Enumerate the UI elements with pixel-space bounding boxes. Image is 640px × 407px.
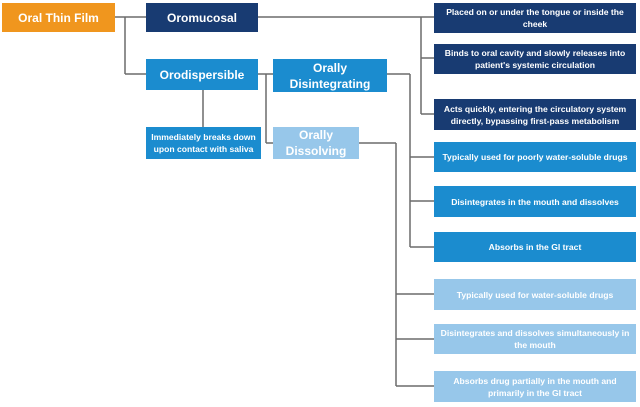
oromucosal-detail-box: Placed on or under the tongue or inside … <box>434 3 636 33</box>
disintegrating-detail-text: Disintegrates in the mouth and dissolves <box>451 196 619 207</box>
orodispersible-box: Orodispersible <box>146 59 258 90</box>
disintegrating-detail-box: Disintegrates in the mouth and dissolves <box>434 186 636 217</box>
dissolving-detail-box: Disintegrates and dissolves simultaneous… <box>434 324 636 354</box>
dissolving-detail-box: Typically used for water-soluble drugs <box>434 279 636 310</box>
disintegrating-detail-text: Absorbs in the GI tract <box>488 242 582 252</box>
orally-dissolving-label: Orally Dissolving <box>285 128 347 158</box>
dissolving-detail-box: Absorbs drug partially in the mouth and … <box>434 371 636 402</box>
oromucosal-detail-text: Acts quickly, entering the circulatory s… <box>443 103 627 126</box>
oromucosal-detail-box: Acts quickly, entering the circulatory s… <box>434 99 636 130</box>
oromucosal-label: Oromucosal <box>166 10 238 25</box>
orodispersible-detail-text: Immediately breaks down upon contact wit… <box>151 132 256 154</box>
oromucosal-detail-box: Binds to oral cavity and slowly releases… <box>434 44 636 74</box>
dissolving-detail-text: Disintegrates and dissolves simultaneous… <box>440 328 630 350</box>
oromucosal-detail-text: Placed on or under the tongue or inside … <box>446 7 624 29</box>
orally-disintegrating-label: Orally Disintegrating <box>289 60 371 91</box>
oral-thin-film-label: Oral Thin Film <box>18 10 99 25</box>
dissolving-detail-text: Absorbs drug partially in the mouth and … <box>453 375 617 398</box>
oral-thin-film-box: Oral Thin Film <box>2 3 115 32</box>
orodispersible-detail-box: Immediately breaks down upon contact wit… <box>146 127 261 159</box>
disintegrating-detail-text: Typically used for poorly water-soluble … <box>442 152 628 162</box>
disintegrating-detail-box: Absorbs in the GI tract <box>434 232 636 262</box>
oromucosal-detail-text: Binds to oral cavity and slowly releases… <box>444 48 626 70</box>
orodispersible-label: Orodispersible <box>159 67 245 82</box>
orally-disintegrating-box: Orally Disintegrating <box>273 59 387 92</box>
dissolving-detail-text: Typically used for water-soluble drugs <box>456 289 614 300</box>
oromucosal-box: Oromucosal <box>146 3 258 32</box>
orally-dissolving-box: Orally Dissolving <box>273 127 359 159</box>
disintegrating-detail-box: Typically used for poorly water-soluble … <box>434 142 636 172</box>
